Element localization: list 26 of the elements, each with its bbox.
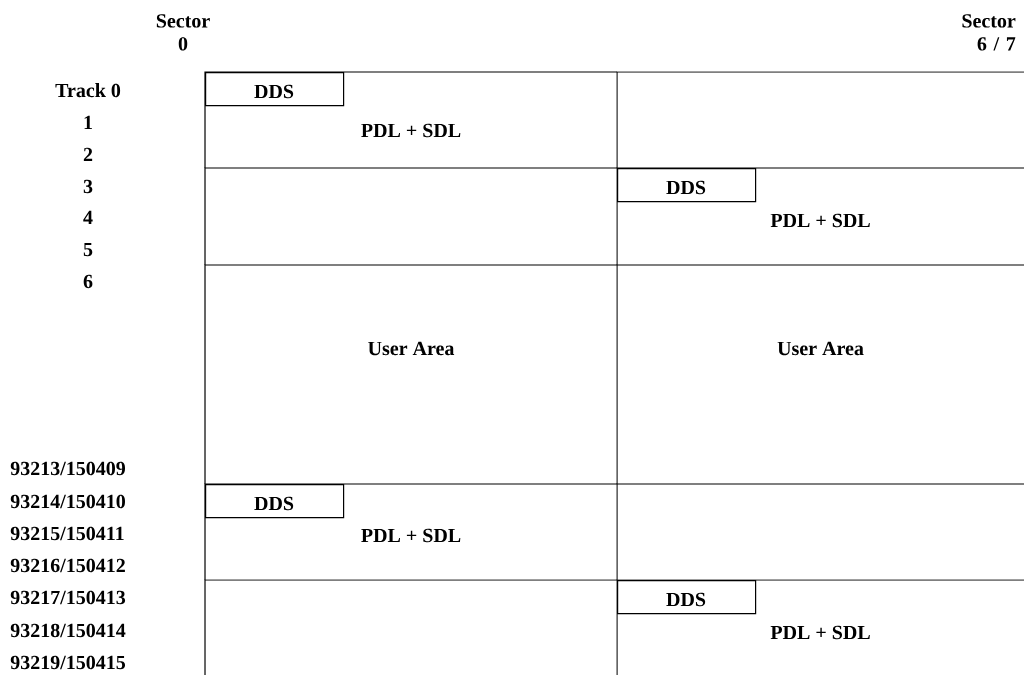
track-label: 93216/150412	[10, 558, 125, 573]
track-label: 1	[84, 115, 92, 129]
track-label: 2	[83, 147, 93, 161]
track-label: 93214/150410	[10, 494, 125, 509]
track-label: 93219/150415	[10, 655, 126, 670]
track-label: 3	[83, 179, 93, 194]
dds-box: DDS	[617, 168, 757, 203]
dds-box: DDS	[205, 484, 345, 519]
area-cell: User Area	[204, 264, 618, 485]
empty-cell	[204, 579, 618, 675]
sector-label: Sector 0	[156, 14, 210, 51]
empty-cell	[616, 71, 1024, 169]
track-label: Track 0	[55, 83, 121, 98]
area-cell: User Area	[616, 264, 1024, 485]
track-label: 6	[83, 274, 93, 289]
track-label: 93213/150409	[10, 461, 126, 476]
dds-box: DDS	[617, 580, 757, 615]
dds-box: DDS	[205, 72, 345, 107]
track-label: 5	[83, 242, 93, 257]
empty-cell	[204, 167, 618, 266]
track-label: 93217/150413	[10, 590, 126, 605]
track-label: 93218/150414	[10, 623, 126, 638]
track-label: 4	[83, 210, 93, 224]
track-label: 93215/150411	[10, 526, 124, 541]
empty-cell	[616, 483, 1024, 581]
sector-label: Sector 6 / 7	[962, 14, 1016, 51]
